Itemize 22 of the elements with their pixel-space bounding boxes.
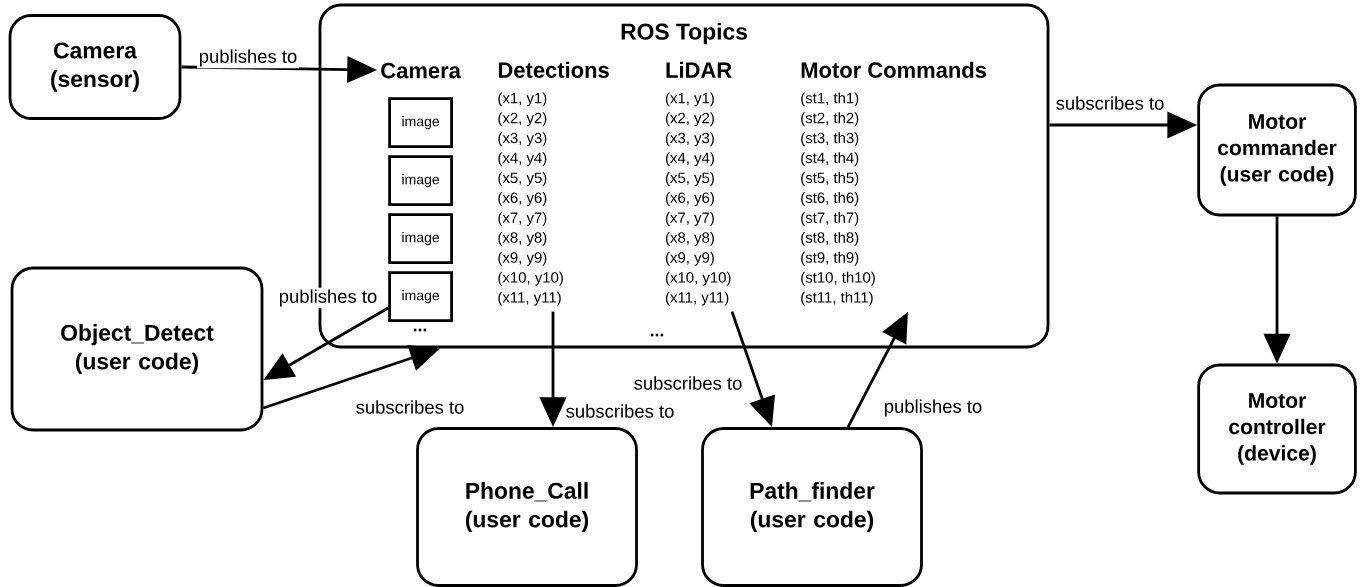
topic-list: Detections (x1, y1) (x2, y2) (x3, y3) (x4, y4) (x5, y5) (x6, y6) (x7, y7) (x8, y8) (x9, y9) (x10, y10) (x11, y11) [498, 61, 609, 306]
topic-list: LiDAR (x1, y1) (x2, y2) (x3, y3) (x4, y4) (x5, y5) (x6, y6) (x7, y7) (x8, y8) (x9, y9) (x10, y10) (x11, y11) [666, 61, 732, 306]
ellipsis: ... [650, 333, 664, 337]
edge-label: publishes to [882, 397, 984, 419]
edge-label: subscribes to [631, 374, 745, 392]
process-box: Motor controller (device) [1197, 363, 1357, 495]
edge-label: subscribes to [563, 402, 677, 420]
topic-heading: Camera [381, 62, 461, 79]
image-box: image [388, 155, 453, 206]
process-box: Path_finder (user code) [701, 427, 923, 587]
process-box: Camera (sensor) [8, 14, 182, 120]
process-box: Phone_Call (user code) [416, 427, 638, 587]
topic-list: Motor Commands (st1, th1) (st2, th2) (st3, th3) (st4, th4) (st5, th5) (st6, th6) (st7, th7) (st8, th8) (st9, th9) (st10, th10) (st11, th11) [801, 61, 987, 306]
image-box: image [388, 97, 453, 148]
edge-label: publishes to [277, 287, 379, 309]
process-box: Object_Detect (user code) [10, 266, 264, 432]
process-box: Motor commander (user code) [1197, 83, 1357, 217]
edge-label: subscribes to [353, 398, 467, 416]
edge-label: publishes to [197, 47, 299, 69]
image-box: image [388, 271, 453, 322]
image-box: image [388, 213, 453, 264]
edge-label: subscribes to [1053, 94, 1167, 112]
